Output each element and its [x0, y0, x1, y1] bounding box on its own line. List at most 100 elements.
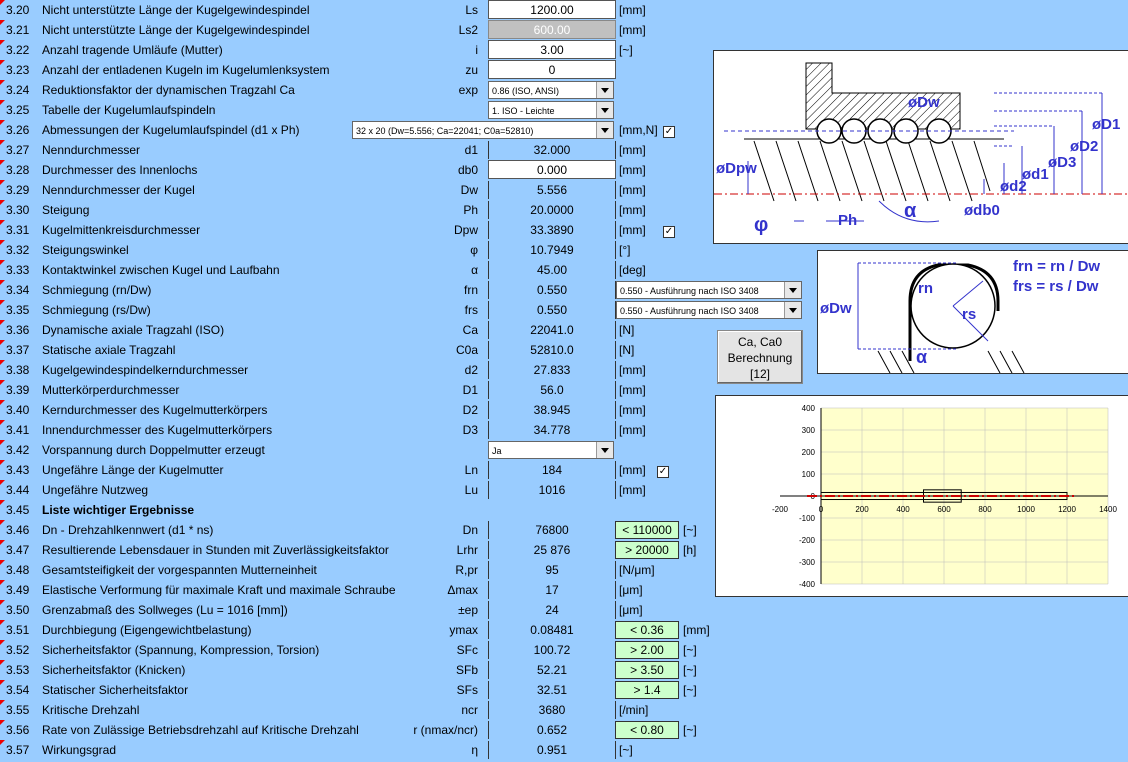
row-value: 76800 — [488, 521, 616, 539]
exp-select[interactable]: 0.86 (ISO, ANSI) — [488, 81, 614, 99]
row-value: 56.0 — [488, 381, 616, 399]
chevron-down-icon[interactable] — [596, 442, 613, 458]
frn-select-value: 0.550 - Ausführung nach ISO 3408 — [620, 286, 759, 296]
row-value: 10.7949 — [488, 241, 616, 259]
row-number: 3.21 — [6, 23, 30, 37]
row-description: Kontaktwinkel zwischen Kugel und Laufbah… — [42, 263, 280, 277]
row-description: Reduktionsfaktor der dynamischen Tragzah… — [42, 83, 295, 97]
x-tick-label: 400 — [896, 505, 910, 514]
row-symbol: Dn — [462, 523, 478, 537]
row-symbol: Ca — [462, 323, 478, 337]
row-number: 3.38 — [6, 363, 30, 377]
row-number: 3.51 — [6, 623, 30, 637]
row-symbol: d1 — [464, 143, 478, 157]
row-unit: [/min] — [619, 703, 649, 717]
row-value: 0.550 — [488, 281, 616, 299]
comment-marker — [0, 540, 5, 545]
row-description: Schmiegung (rs/Dw) — [42, 303, 151, 317]
y-tick-label: -300 — [799, 558, 816, 567]
chevron-down-icon[interactable] — [596, 82, 613, 98]
row-symbol: SFb — [455, 663, 478, 677]
comment-marker — [0, 0, 5, 5]
table-select[interactable]: 1. ISO - Leichte — [488, 101, 614, 119]
row-description: Tabelle der Kugelumlaufspindeln — [42, 103, 216, 117]
row-number: 3.34 — [6, 283, 30, 297]
comment-marker — [0, 40, 5, 45]
row-value[interactable]: 0.000 — [488, 160, 616, 179]
row-number: 3.41 — [6, 423, 30, 437]
row-number: 3.50 — [6, 603, 30, 617]
row-value[interactable]: 0 — [488, 60, 616, 79]
comment-marker — [0, 440, 5, 445]
comment-marker — [0, 20, 5, 25]
comment-marker — [0, 480, 5, 485]
row-number: 3.44 — [6, 483, 30, 497]
row-number: 3.52 — [6, 643, 30, 657]
y-tick-label: 200 — [802, 448, 816, 457]
comment-marker — [0, 520, 5, 525]
chevron-down-icon[interactable] — [596, 102, 613, 118]
row-value[interactable]: 3.00 — [488, 40, 616, 59]
row-unit: [mm] — [619, 463, 646, 477]
frs-select[interactable]: 0.550 - Ausführung nach ISO 3408 — [616, 301, 802, 319]
comment-marker — [0, 560, 5, 565]
row-unit: [mm] — [619, 143, 646, 157]
row-number: 3.20 — [6, 3, 30, 17]
row-value: 184 — [488, 461, 616, 479]
row-limit: > 20000 — [615, 541, 679, 559]
comment-marker — [0, 380, 5, 385]
ballscrew-drawing: øDw øD1 øD2 øD3 øDpw ød1 ød2 ødb0 φ Ph α — [714, 62, 1128, 236]
row-value[interactable]: 1200.00 — [488, 0, 616, 19]
row-value: 25 876 — [488, 541, 616, 559]
row-unit: [mm] — [619, 363, 646, 377]
row-number: 3.26 — [6, 123, 30, 137]
row-symbol: Lu — [464, 483, 478, 497]
row-value: 27.833 — [488, 361, 616, 379]
frn-select[interactable]: 0.550 - Ausführung nach ISO 3408 — [616, 281, 802, 299]
row-description: Abmessungen der Kugelumlaufspindel (d1 x… — [42, 123, 300, 137]
dims-checkbox[interactable]: ✓ — [663, 126, 675, 138]
row-unit: [mm] — [619, 383, 646, 397]
param-row: 3.47 Resultierende Lebensdauer in Stunden… — [0, 540, 712, 560]
chevron-down-icon[interactable] — [784, 282, 801, 298]
row-number: 3.27 — [6, 143, 30, 157]
x-tick-label: -200 — [772, 505, 789, 514]
row-symbol: exp — [458, 83, 478, 97]
row-number: 3.33 — [6, 263, 30, 277]
dpw-checkbox[interactable]: ✓ — [663, 226, 675, 238]
row-description: Elastische Verformung für maximale Kraft… — [42, 583, 396, 597]
row-value: 100.72 — [488, 641, 616, 659]
dims-select[interactable]: 32 x 20 (Dw=5.556; Ca=22041; C0a=52810) — [352, 121, 614, 139]
row-unit: [μm] — [619, 603, 643, 617]
row-number: 3.46 — [6, 523, 30, 537]
comment-marker — [0, 740, 5, 745]
row-limit-unit: [~] — [683, 663, 697, 677]
row-limit-unit: [~] — [683, 723, 697, 737]
chevron-down-icon[interactable] — [784, 302, 801, 318]
row-unit: [mm] — [619, 203, 646, 217]
row-unit: [°] — [619, 243, 631, 257]
row-unit: [N] — [619, 323, 635, 337]
calc-ca-button[interactable]: Ca, Ca0 Berechnung [12] — [717, 330, 803, 384]
row-value[interactable]: 600.00 — [488, 20, 616, 39]
preload-select[interactable]: Ja — [488, 441, 614, 459]
row-number: 3.39 — [6, 383, 30, 397]
comment-marker — [0, 700, 5, 705]
row-description: Resultierende Lebensdauer in Stunden mit… — [42, 543, 389, 557]
row-value: 33.3890 — [488, 221, 616, 239]
row-limit-unit: [mm] — [683, 623, 710, 637]
row-description: Durchbiegung (Eigengewichtbelastung) — [42, 623, 252, 637]
ln-checkbox[interactable]: ✓ — [657, 466, 669, 478]
row-value: 22041.0 — [488, 321, 616, 339]
chevron-down-icon[interactable] — [596, 122, 613, 138]
label-alpha: α — [904, 200, 917, 222]
row-description: Steigungswinkel — [42, 243, 129, 257]
row-number: 3.47 — [6, 543, 30, 557]
preload-select-value: Ja — [492, 446, 502, 456]
